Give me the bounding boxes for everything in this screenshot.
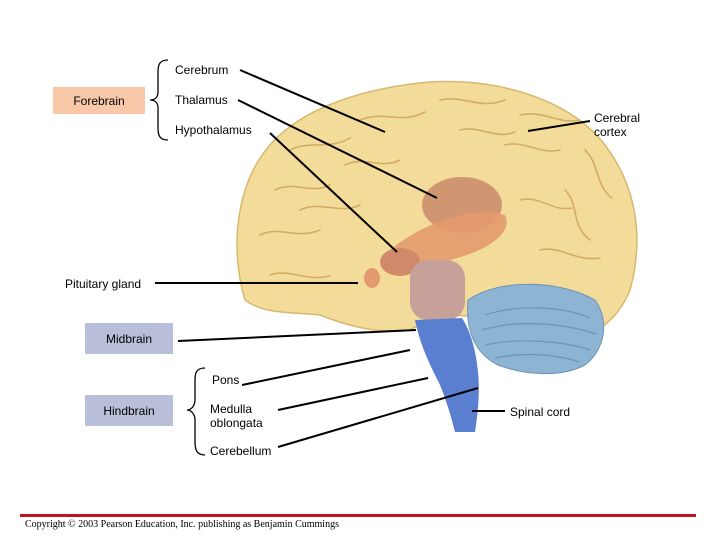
thalamus-label: Thalamus	[175, 93, 228, 107]
cortex-folds	[259, 98, 613, 279]
cerebral-cortex-label: Cerebral cortex	[594, 111, 641, 139]
copyright-text: Copyright © 2003 Pearson Education, Inc.…	[25, 519, 339, 530]
hindbrain-label: Hindbrain	[103, 403, 155, 418]
leader-medulla	[277, 377, 429, 411]
leader-pons	[241, 349, 411, 386]
leader-cerebellum	[277, 387, 479, 448]
leader-lines	[155, 69, 591, 448]
medulla-oblongata-label: Medulla oblongata	[210, 402, 263, 430]
leader-thalamus	[237, 99, 438, 199]
leader-hypothalamus	[269, 132, 398, 253]
hindbrain-bracket	[186, 367, 206, 456]
hypothalamus-label: Hypothalamus	[175, 123, 252, 137]
pituitary-shape	[364, 268, 380, 288]
brainstem-shape	[415, 318, 479, 432]
leader-midbrain	[177, 329, 417, 342]
midbrain-shape	[410, 260, 465, 320]
cerebrum-label: Cerebrum	[175, 63, 229, 77]
spinal-cord-label: Spinal cord	[510, 405, 571, 419]
hypothalamus-shape	[380, 248, 420, 276]
bottom-rule	[20, 514, 696, 517]
pituitary-gland-label: Pituitary gland	[65, 277, 142, 291]
midbrain-box: Midbrain	[85, 323, 173, 354]
cerebellum-folds	[481, 307, 597, 363]
midbrain-label: Midbrain	[105, 331, 153, 346]
forebrain-box: Forebrain	[53, 87, 145, 114]
leader-cerebrum	[239, 69, 386, 133]
cerebellum-label: Cerebellum	[210, 444, 272, 458]
corpus-arch	[390, 212, 507, 264]
forebrain-bracket	[149, 59, 169, 141]
pons-label: Pons	[212, 373, 240, 387]
forebrain-label: Forebrain	[73, 93, 125, 108]
hindbrain-box: Hindbrain	[85, 395, 173, 426]
leader-cerebral-cortex	[527, 120, 591, 132]
cerebellum-shape	[467, 283, 605, 375]
